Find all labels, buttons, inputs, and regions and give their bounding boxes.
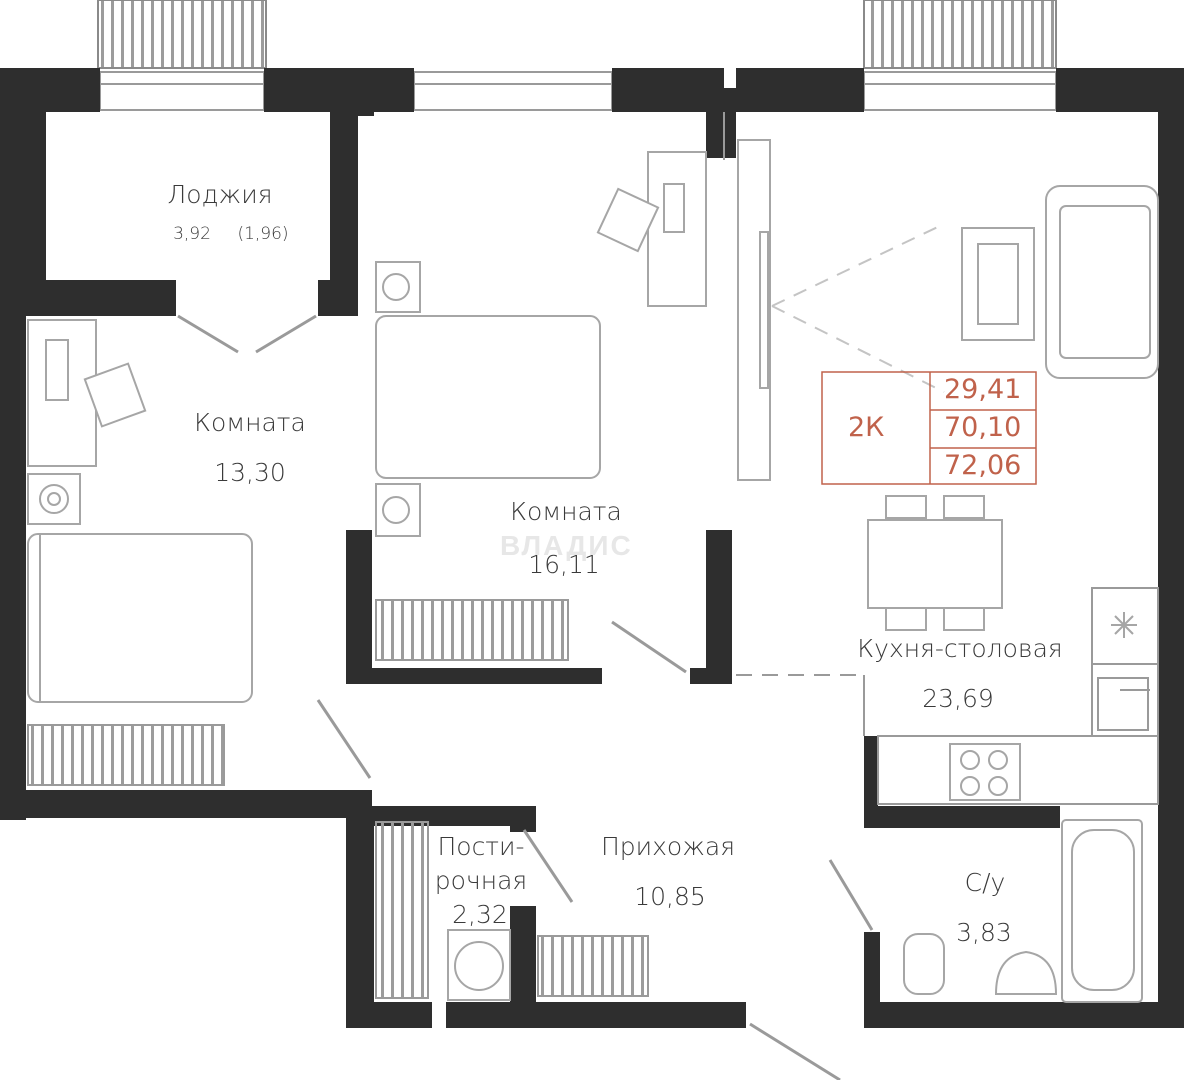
- doors: [177, 314, 874, 1080]
- windows: [99, 71, 1057, 111]
- laundry-name-line1: Пости-: [437, 832, 525, 861]
- room2-area: 16,11: [528, 550, 600, 579]
- ac-unit-left: [97, 0, 267, 69]
- hall-name: Прихожая: [600, 832, 736, 861]
- total-area-with-loggia: 72,06: [944, 450, 1022, 481]
- kitchen-area: 23,69: [922, 684, 994, 713]
- radiators: [27, 599, 649, 999]
- walls: [0, 68, 1184, 1028]
- bathroom-name: С/у: [964, 868, 1006, 897]
- living-area: 29,41: [944, 374, 1022, 405]
- loggia-area: 3,92: [173, 224, 211, 244]
- room1-name: Комната: [194, 408, 306, 437]
- room2-name: Комната: [510, 497, 622, 526]
- loggia-name: Лоджия: [167, 180, 273, 209]
- apartment-type: 2К: [848, 412, 885, 443]
- kitchen-name: Кухня-столовая: [857, 634, 1063, 663]
- bathroom-area: 3,83: [956, 918, 1012, 947]
- hall-area: 10,85: [634, 882, 706, 911]
- total-area: 70,10: [944, 412, 1022, 443]
- watermark: ВЛАДИС: [500, 530, 633, 561]
- furniture: [27, 139, 1159, 1003]
- loggia-reduced-area: (1,96): [237, 224, 289, 244]
- ac-unit-right: [863, 0, 1057, 69]
- fridge-icon: [1111, 612, 1137, 638]
- room1-area: 13,30: [214, 458, 286, 487]
- laundry-area: 2,32: [452, 900, 508, 929]
- partitions: [723, 112, 1159, 805]
- laundry-name-line2: рочная: [434, 866, 528, 895]
- tv-view-lines: [771, 223, 945, 393]
- area-summary-badge: [821, 371, 1037, 485]
